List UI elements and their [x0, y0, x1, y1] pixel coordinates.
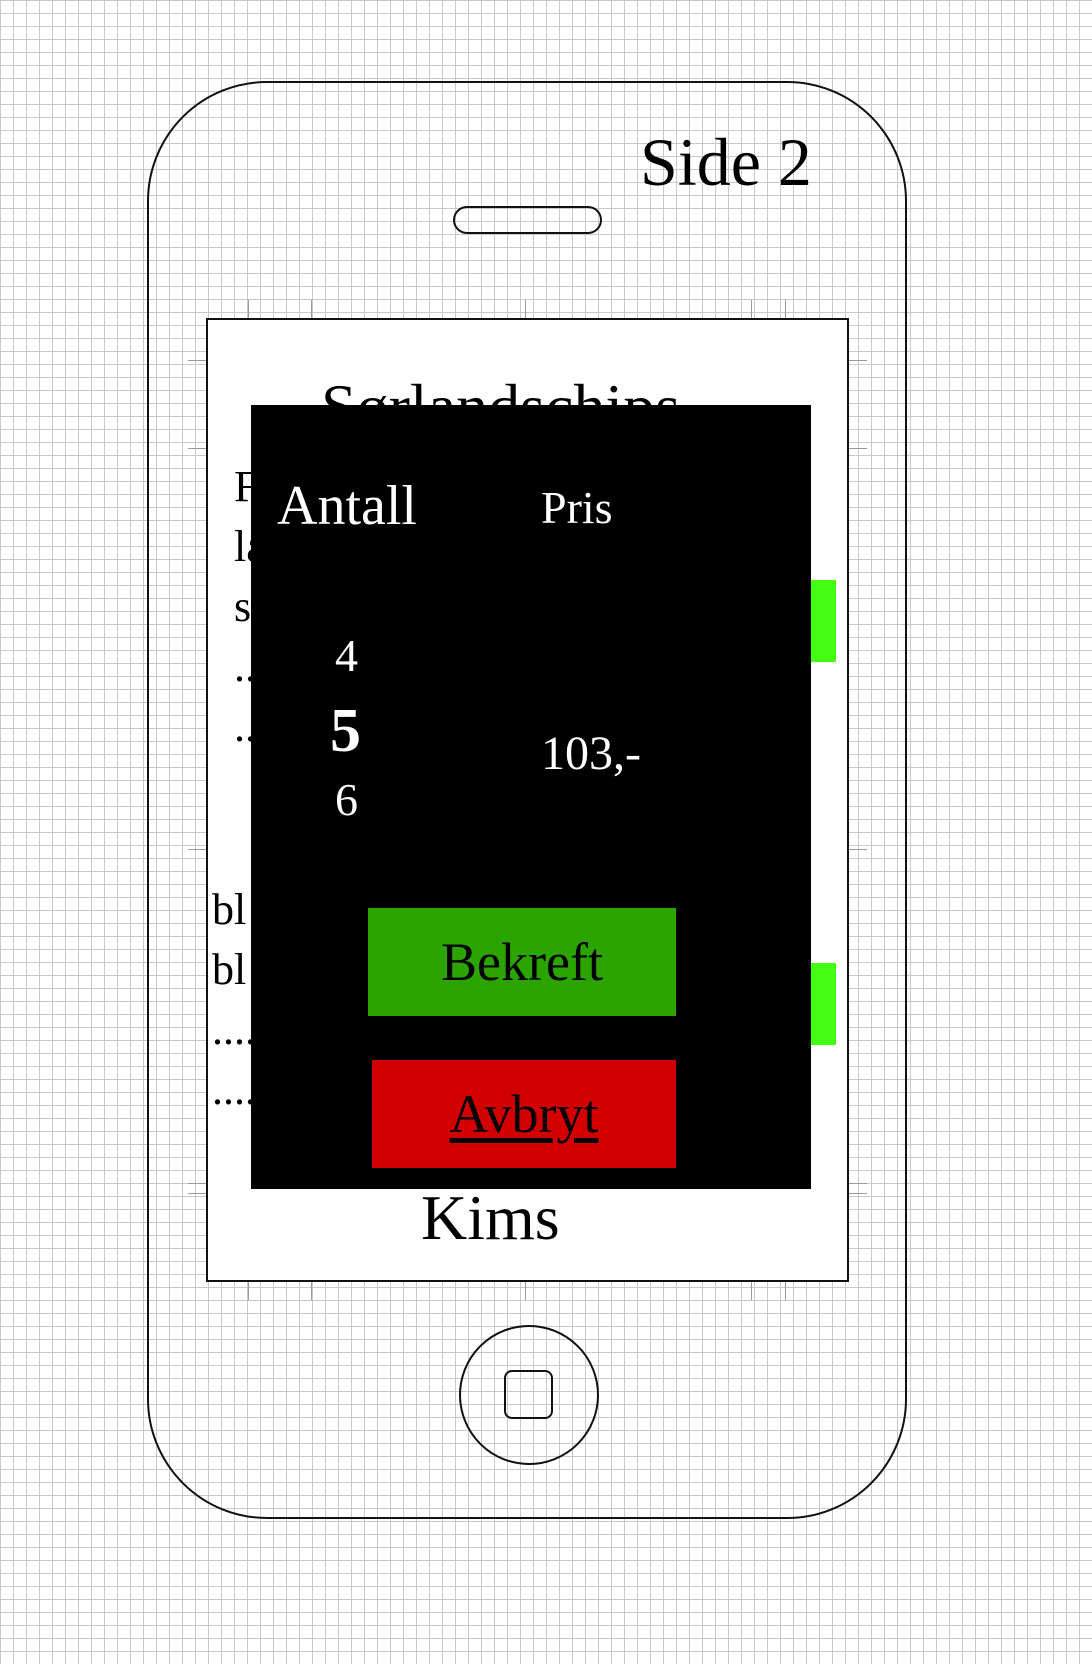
quantity-option[interactable]: 4 — [335, 630, 358, 681]
description-fragment: bl — [212, 945, 247, 994]
guide-tick — [188, 849, 206, 850]
guide-tick — [849, 360, 867, 361]
guide-tick — [849, 849, 867, 850]
add-button-1[interactable] — [808, 580, 836, 662]
guide-tick — [188, 448, 206, 449]
quantity-modal — [251, 405, 811, 1189]
description-fragment: s — [234, 582, 252, 631]
home-square-icon — [504, 1370, 553, 1419]
phone-frame — [147, 81, 907, 1519]
guide-tick — [311, 1282, 312, 1300]
guide-tick — [849, 1183, 867, 1184]
guide-tick — [311, 300, 312, 318]
guide-tick — [785, 1282, 786, 1300]
description-fragment: .... — [212, 1065, 256, 1114]
product-title-kims: Kims — [421, 1182, 560, 1253]
guide-tick — [751, 1282, 752, 1300]
confirm-button[interactable]: Bekreft — [368, 908, 676, 1016]
quantity-option[interactable]: 6 — [335, 774, 358, 825]
description-fragment: .... — [212, 1005, 256, 1054]
quantity-option-selected[interactable]: 5 — [330, 697, 361, 765]
guide-tick — [751, 300, 752, 318]
quantity-header: Antall — [277, 475, 417, 537]
guide-tick — [188, 1183, 206, 1184]
guide-tick — [248, 1282, 249, 1300]
add-button-2[interactable] — [808, 963, 836, 1045]
guide-tick — [849, 448, 867, 449]
guide-tick — [188, 1193, 206, 1194]
guide-tick — [188, 360, 206, 361]
guide-tick — [785, 300, 786, 318]
description-fragment: bl — [212, 885, 247, 934]
price-value: 103,- — [541, 727, 641, 780]
guide-tick — [248, 300, 249, 318]
page-label: Side 2 — [640, 124, 812, 200]
guide-tick — [849, 1193, 867, 1194]
price-header: Pris — [541, 482, 613, 533]
cancel-button[interactable]: Avbryt — [372, 1060, 676, 1168]
guide-tick — [525, 1282, 526, 1300]
guide-tick — [525, 300, 526, 318]
phone-speaker — [453, 206, 602, 234]
home-button[interactable] — [459, 1325, 599, 1465]
